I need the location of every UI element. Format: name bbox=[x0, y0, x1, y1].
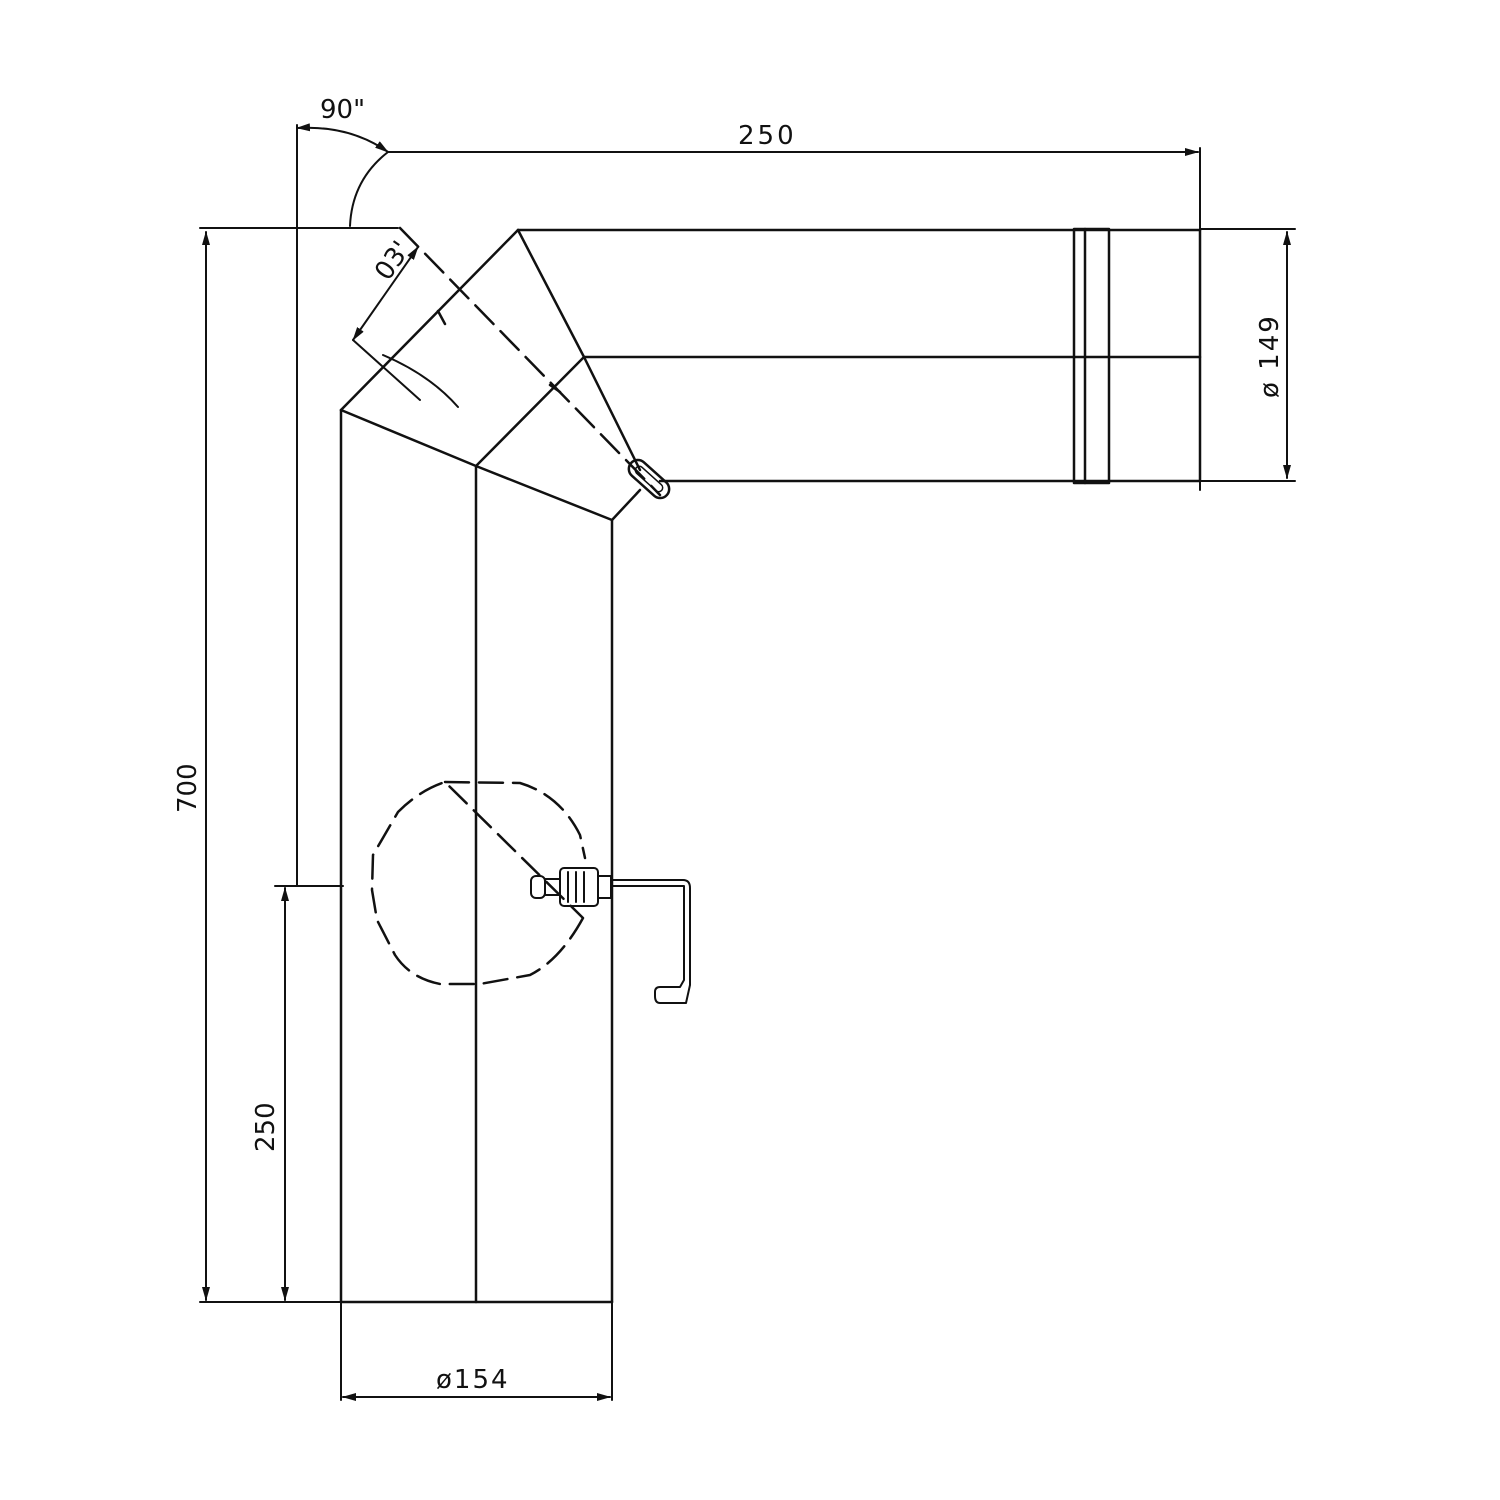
angle-label: 90" bbox=[320, 95, 365, 125]
vertical-pipe bbox=[339, 408, 614, 1304]
door-latch bbox=[530, 867, 612, 907]
connection-ring bbox=[1072, 227, 1111, 485]
horizontal-length-label: 250 bbox=[738, 121, 797, 151]
outlet-diameter-label: ø 149 bbox=[1255, 314, 1285, 398]
elbow-centerline bbox=[398, 226, 662, 497]
total-height-dimension bbox=[199, 231, 342, 1303]
segment-angle-label: 03' bbox=[369, 236, 417, 286]
lower-height-dimension bbox=[274, 885, 344, 1301]
outlet-diameter-dimension bbox=[1199, 228, 1296, 482]
horizontal-pipe bbox=[516, 228, 1202, 483]
latch-bracket bbox=[611, 879, 691, 1004]
angle-dimension bbox=[199, 123, 399, 886]
total-height-label: 700 bbox=[173, 763, 203, 813]
elbow-segments bbox=[339, 228, 642, 522]
inlet-diameter-label: ø154 bbox=[436, 1365, 510, 1395]
lower-height-label: 250 bbox=[251, 1102, 281, 1152]
damper-handle bbox=[627, 458, 671, 500]
inlet-diameter-dimension bbox=[340, 1301, 613, 1401]
inspection-door bbox=[370, 780, 587, 986]
segment-dimension bbox=[352, 246, 459, 408]
horizontal-length-dimension bbox=[387, 147, 1201, 491]
